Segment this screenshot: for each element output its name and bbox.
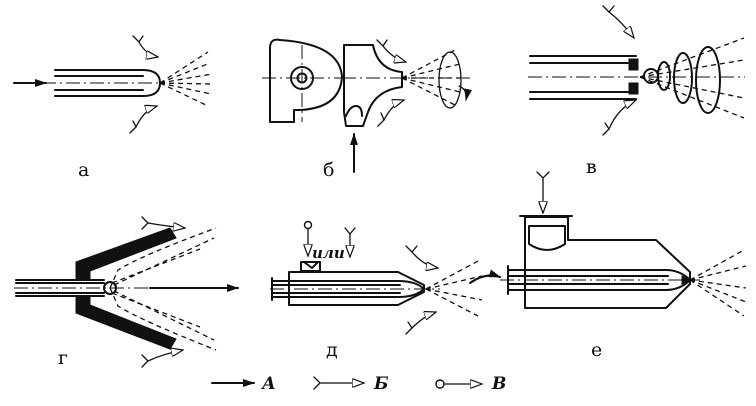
legend-label-a: А	[260, 374, 276, 394]
inlet-port	[300, 261, 321, 272]
gas-inlet-arrow	[305, 220, 312, 257]
swirl-insert	[628, 58, 639, 71]
panel-label-a: а	[78, 159, 89, 181]
spray-cone	[689, 249, 747, 317]
liquid-inlet-arrow	[469, 269, 501, 284]
spray-cone	[639, 37, 745, 119]
panel-v-atomizer	[528, 5, 745, 136]
air-inlet-arrow	[132, 35, 158, 57]
air-inlet-arrow	[141, 216, 185, 229]
panel-g-atomizer	[14, 216, 239, 368]
panel-label-b: б	[323, 159, 334, 181]
air-inlet-arrow	[129, 106, 157, 134]
spray-cone	[425, 259, 483, 317]
legend-fork-arrow-icon	[313, 377, 364, 389]
alternative-note: или	[312, 244, 345, 262]
spray-cone	[401, 49, 462, 106]
air-inlet-arrow	[405, 312, 436, 335]
air-inlet-arrow	[602, 5, 634, 38]
panel-label-v: в	[586, 156, 597, 178]
deflector-upper	[75, 227, 177, 280]
legend-item-v: В	[435, 374, 506, 394]
air-inlet-arrow	[602, 100, 636, 136]
legend-item-b: Б	[313, 374, 389, 394]
nozzle-body	[529, 55, 637, 100]
panel-e-atomizer	[500, 171, 747, 317]
rotating-disk-side-view	[269, 38, 343, 123]
panel-b-atomizer	[262, 38, 473, 173]
deflector-lower	[75, 296, 177, 350]
legend-label-v: В	[491, 374, 506, 394]
nozzle-body	[288, 271, 425, 306]
air-inlet-arrow	[344, 227, 356, 257]
panel-label-e: е	[591, 339, 602, 361]
nozzle-orifice	[103, 281, 117, 295]
swirl-ring	[438, 51, 462, 109]
air-inlet-arrow	[536, 171, 550, 213]
legend-item-a: А	[211, 374, 276, 394]
panel-d-atomizer: или	[270, 220, 501, 335]
disk-profile	[343, 44, 403, 127]
panel-label-d: д	[326, 339, 338, 361]
air-inlet-arrow	[141, 350, 183, 368]
air-inlet-arrow	[376, 39, 406, 62]
legend-circle-arrow-icon	[435, 379, 445, 389]
panel-label-g: г	[58, 347, 68, 369]
swirl-ring	[695, 46, 721, 114]
mixing-chamber	[524, 216, 691, 309]
air-inlet-arrow	[377, 100, 404, 127]
air-inlet-arrow	[405, 245, 438, 268]
legend: А Б В	[211, 374, 506, 394]
spray-cone	[159, 51, 213, 107]
panel-a-atomizer	[13, 35, 213, 134]
nozzle-body	[15, 279, 105, 297]
legend-label-b: Б	[373, 374, 389, 394]
